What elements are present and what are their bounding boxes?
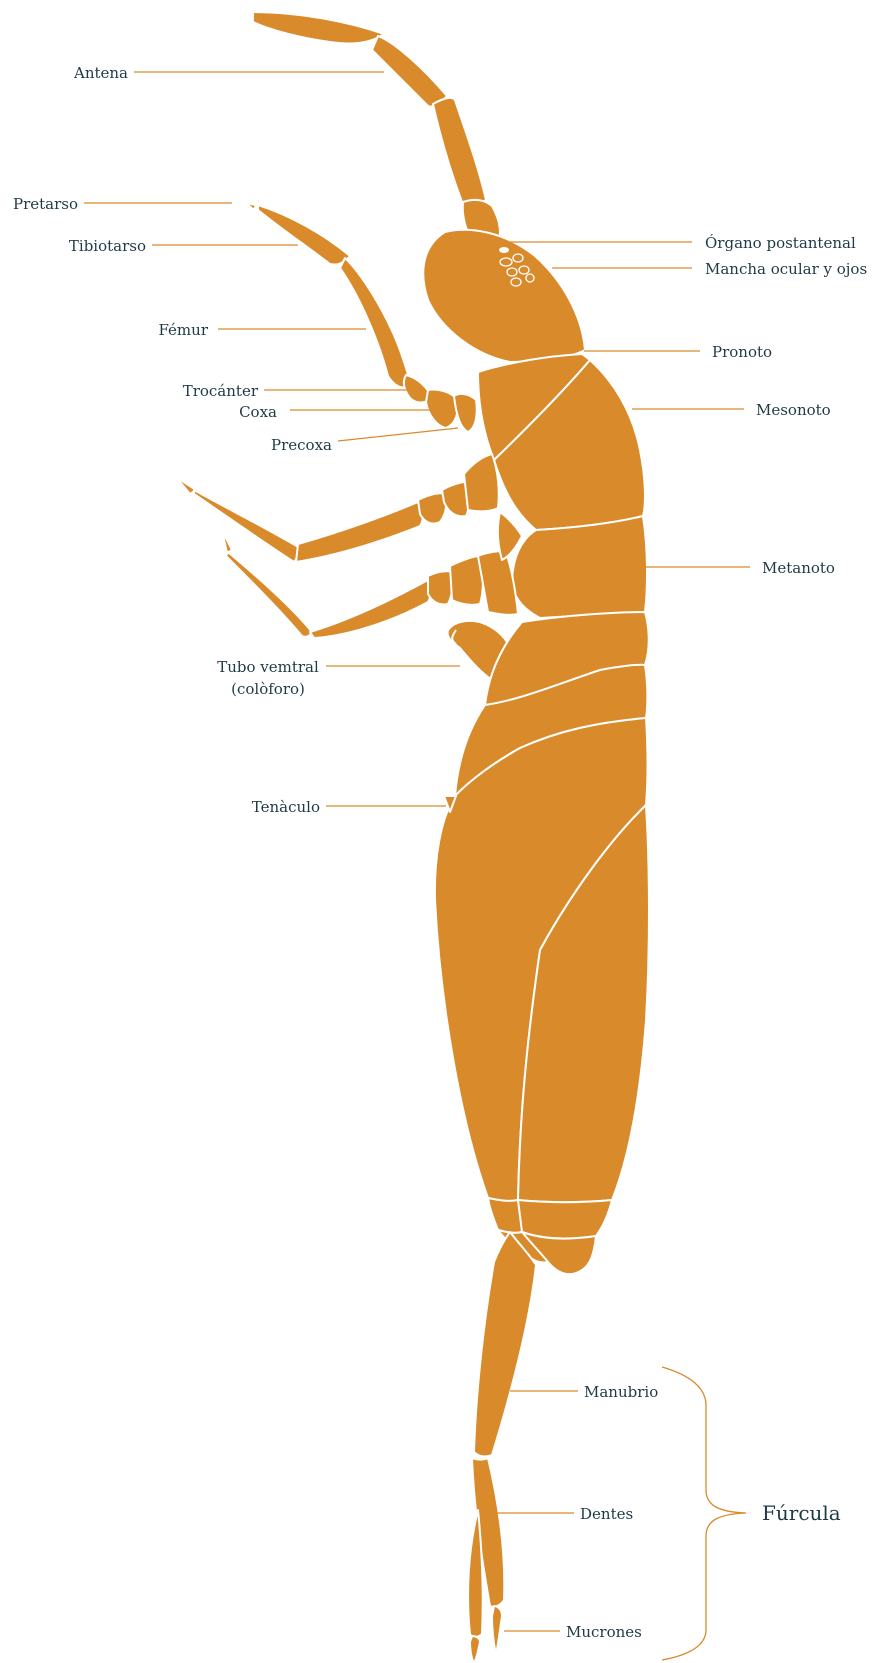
leg3-coxa (450, 556, 483, 605)
mucro-right (492, 1606, 502, 1655)
label-antena: Antena (73, 64, 128, 82)
label-tibiotarso: Tibiotarso (69, 237, 146, 255)
label-femur: Fémur (158, 321, 208, 339)
label-manubrio: Manubrio (584, 1383, 658, 1401)
leader-lines (84, 72, 750, 1660)
leg1-precoxa (454, 394, 477, 432)
metanotum (512, 516, 647, 618)
dentes-right (468, 1510, 483, 1637)
label-pronoto: Pronoto (712, 343, 772, 361)
leg3-tibiotarsus (226, 552, 312, 637)
antenna-segment-1 (253, 12, 384, 43)
leg3-trochanter (428, 571, 453, 604)
label-precoxa: Precoxa (271, 436, 332, 454)
leg3-pretarsus (222, 530, 232, 553)
leg1-tibiotarsus (258, 205, 350, 265)
label-dentes: Dentes (580, 1505, 633, 1523)
label-mancha-ocular: Mancha ocular y ojos (705, 260, 867, 278)
label-tenaculo: Tenàculo (252, 798, 320, 816)
leg1-pretarsus (246, 203, 256, 210)
leg2-femur (296, 502, 423, 562)
furcula-brace (662, 1367, 746, 1660)
antenna-segment-2 (372, 36, 447, 107)
leg3-femur (310, 580, 431, 638)
leg1-femur (340, 258, 410, 388)
insect-body (176, 12, 649, 1663)
leg2-trochanter (418, 493, 446, 523)
leg2-precoxa (464, 454, 499, 511)
leg1-coxa (426, 389, 458, 428)
label-tubo-line2: (colòforo) (231, 680, 305, 698)
label-trocanter: Trocánter (183, 382, 259, 400)
label-furcula: Fúrcula (762, 1501, 841, 1525)
label-mucrones: Mucrones (566, 1623, 642, 1641)
label-tubo-line1: Tubo vemtral (217, 658, 319, 676)
manubrium (474, 1232, 536, 1456)
label-coxa: Coxa (239, 403, 277, 421)
mucro-left (470, 1636, 480, 1663)
abdomen-segment-6 (518, 1200, 612, 1239)
label-mesonoto: Mesonoto (756, 401, 831, 419)
label-organo-postantenal: Órgano postantenal (705, 234, 856, 252)
leader-precoxa (338, 428, 458, 441)
label-metanoto: Metanoto (762, 559, 835, 577)
abdomen-segment-5 (488, 1198, 522, 1233)
antenna-segment-3 (433, 98, 486, 204)
leg3-precoxa (478, 551, 518, 615)
label-pretarso: Pretarso (13, 195, 78, 213)
leg2-tibiotarsus (194, 490, 300, 562)
